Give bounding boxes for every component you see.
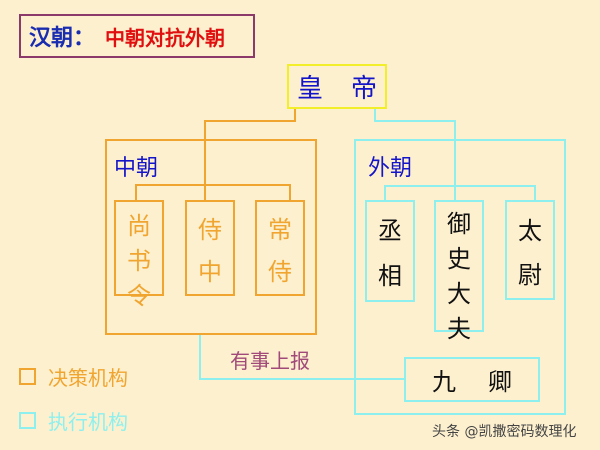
office-char: 书 bbox=[127, 247, 151, 275]
title-sub: 中朝对抗外朝 bbox=[105, 25, 226, 50]
office-char: 侍 bbox=[268, 257, 292, 286]
office-shizhong: 侍 中 bbox=[185, 200, 235, 296]
connector bbox=[384, 185, 386, 200]
connector bbox=[294, 109, 296, 122]
inner-court-label: 中朝 bbox=[114, 156, 159, 181]
report-note: 有事上报 bbox=[230, 349, 310, 373]
office-char: 相 bbox=[378, 262, 402, 290]
connector bbox=[384, 185, 536, 187]
office-jiuqing: 九 卿 bbox=[404, 357, 540, 402]
connector bbox=[199, 378, 405, 380]
legend-label: 决策机构 bbox=[48, 366, 128, 390]
office-char: 夫 bbox=[447, 315, 471, 343]
legend-item-execution: 执行机构 bbox=[19, 406, 128, 435]
title-main: 汉朝： bbox=[29, 26, 96, 51]
page-title: 汉朝： 中朝对抗外朝 bbox=[19, 14, 255, 58]
office-char: 御 bbox=[447, 210, 471, 238]
connector bbox=[374, 109, 376, 122]
office-char: 中 bbox=[198, 257, 222, 286]
connector bbox=[534, 185, 536, 200]
connector bbox=[204, 120, 206, 200]
legend-square-icon bbox=[19, 368, 36, 385]
legend-label: 执行机构 bbox=[48, 410, 128, 434]
office-char: 尉 bbox=[518, 260, 542, 289]
emperor-node: 皇 帝 bbox=[287, 64, 387, 109]
office-chengxiang: 丞 相 bbox=[365, 200, 415, 302]
legend-item-decision: 决策机构 bbox=[19, 362, 128, 391]
office-char: 尚 bbox=[127, 212, 151, 240]
office-char: 侍 bbox=[198, 215, 222, 244]
connector bbox=[454, 120, 456, 200]
office-changshi: 常 侍 bbox=[255, 200, 305, 296]
connector bbox=[135, 184, 137, 200]
office-char: 卿 bbox=[488, 368, 512, 396]
office-char: 丞 bbox=[378, 217, 402, 245]
office-char: 太 bbox=[518, 216, 542, 245]
emperor-char: 帝 bbox=[351, 74, 378, 104]
outer-court-label: 外朝 bbox=[368, 156, 413, 181]
inner-court-group bbox=[105, 139, 317, 335]
connector bbox=[135, 184, 291, 186]
watermark: 头条 @凯撒密码数理化 bbox=[432, 424, 577, 440]
office-char: 令 bbox=[127, 282, 151, 310]
connector bbox=[204, 120, 296, 122]
connector bbox=[289, 184, 291, 200]
office-taiwei: 太 尉 bbox=[505, 200, 555, 300]
office-char: 九 bbox=[432, 368, 456, 396]
connector bbox=[199, 335, 201, 380]
office-char: 大 bbox=[447, 280, 471, 308]
emperor-char: 皇 bbox=[296, 74, 323, 104]
outer-court-group bbox=[354, 139, 566, 415]
connector bbox=[374, 120, 456, 122]
office-char: 常 bbox=[268, 215, 292, 244]
office-yushidafu: 御 史 大 夫 bbox=[434, 200, 484, 343]
legend-square-icon bbox=[19, 412, 36, 429]
office-shangshuling: 尚 书 令 bbox=[114, 200, 164, 310]
office-char: 史 bbox=[447, 245, 471, 273]
